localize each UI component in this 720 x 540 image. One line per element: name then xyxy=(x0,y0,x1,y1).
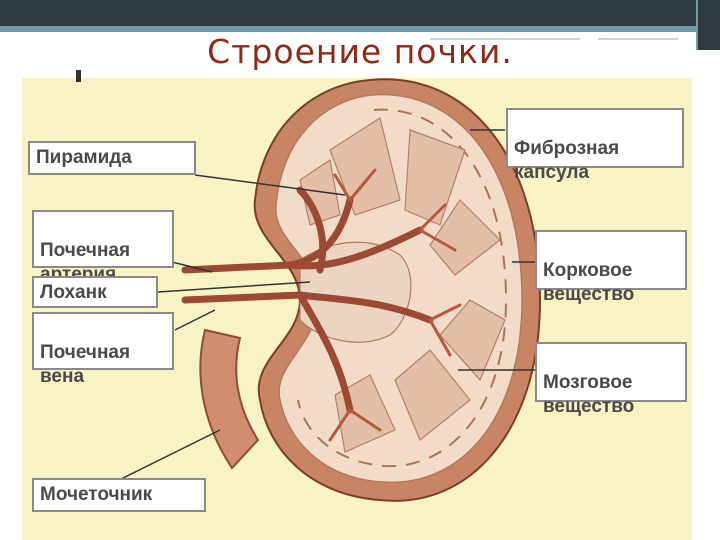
label-ureter-text: Мочеточник xyxy=(40,484,153,505)
pointer-ureter xyxy=(114,429,221,483)
renal-vessels xyxy=(181,186,434,414)
pyramid-3 xyxy=(429,199,501,276)
decorative-mark xyxy=(76,70,81,82)
label-fibrous-capsule-text: Фиброзная капсула xyxy=(514,138,620,183)
vein-branch-2 xyxy=(296,291,354,414)
label-renal-pelvis-text: Лоханк xyxy=(40,282,107,303)
label-medulla: Мозговое вещество xyxy=(535,342,687,417)
header-accent-line xyxy=(598,38,678,40)
artery-branch-3 xyxy=(296,186,327,274)
pyramid-4 xyxy=(439,299,506,382)
label-cortex-text: Корковое вещество xyxy=(543,260,635,305)
pyramid-5 xyxy=(394,349,471,441)
label-ureter: Мочеточник xyxy=(32,478,206,512)
slide-header-stripe xyxy=(0,26,720,32)
label-medulla-text: Мозговое вещество xyxy=(543,372,635,417)
slide-header-bar xyxy=(0,0,720,26)
small-vessels xyxy=(328,168,462,442)
label-fibrous-capsule: Фиброзная капсула xyxy=(506,108,684,183)
pointer-pelvis xyxy=(157,281,311,293)
label-renal-artery: Почечная артерия xyxy=(32,210,174,285)
cortex-border-dashes xyxy=(297,108,508,468)
pointer-artery xyxy=(171,261,213,273)
label-cortex: Корковое вещество xyxy=(535,230,687,305)
label-renal-vein: Почечная вена xyxy=(32,312,174,387)
ureter-tube xyxy=(199,328,260,470)
vein-branch-1 xyxy=(181,291,434,324)
label-pyramid: Пирамида xyxy=(28,141,196,175)
label-pyramid-text: Пирамида xyxy=(36,147,132,168)
header-corner xyxy=(698,0,720,50)
label-renal-pelvis: Лоханк xyxy=(32,276,158,308)
pointer-pyramid xyxy=(194,174,346,196)
pointer-vein xyxy=(174,309,216,331)
slide-title: Строение почки. xyxy=(207,32,513,71)
artery-branch-2 xyxy=(286,226,424,270)
label-pointer-lines xyxy=(114,129,535,483)
label-renal-vein-text: Почечная вена xyxy=(40,342,131,387)
pyramid-2 xyxy=(404,129,466,226)
header-accent-line xyxy=(430,38,580,40)
